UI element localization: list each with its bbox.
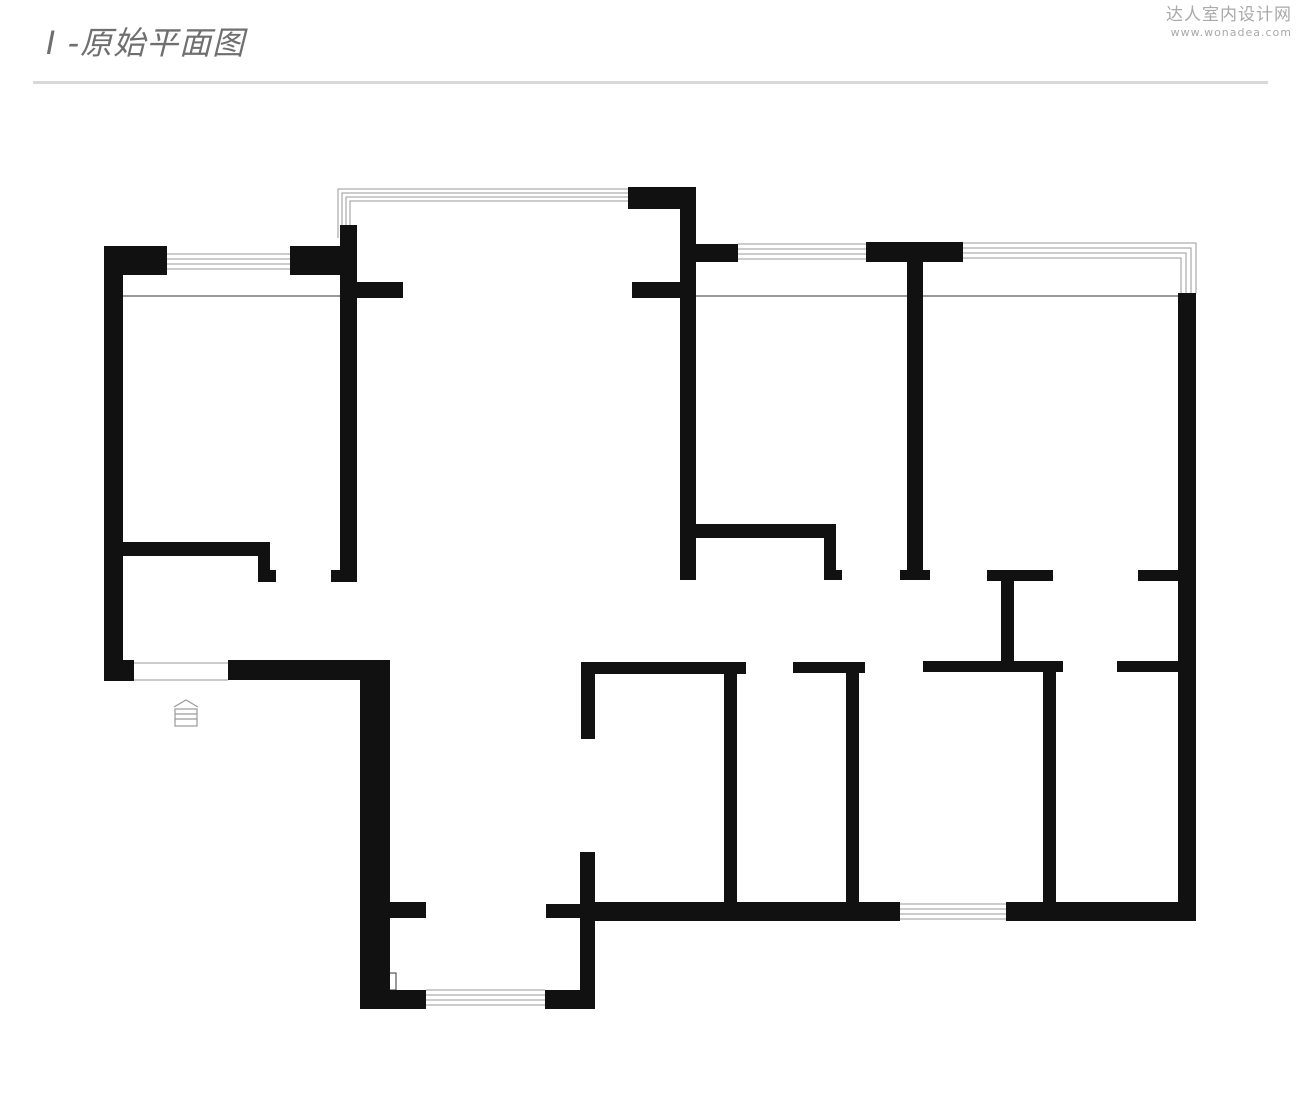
wall	[1117, 661, 1183, 672]
watermark: 达人室内设计网 www.wonadea.com	[1166, 4, 1292, 40]
wall	[355, 282, 403, 298]
wall	[580, 852, 595, 1009]
windows	[134, 188, 1197, 1006]
thin-lines	[122, 295, 1181, 991]
entry-arrow-icon	[173, 699, 199, 727]
header-divider	[33, 81, 1268, 84]
wall	[632, 282, 696, 298]
wall	[1138, 570, 1183, 581]
window-bottom-right	[900, 903, 1006, 920]
wall	[987, 570, 1053, 581]
wall	[360, 660, 390, 1009]
wall	[340, 225, 357, 582]
wall	[331, 570, 355, 582]
wall	[258, 570, 276, 582]
wall	[696, 524, 836, 538]
walls	[104, 187, 1196, 1009]
window-top-middle-right	[738, 243, 866, 260]
wall	[1178, 293, 1196, 920]
wall	[724, 662, 737, 906]
wall	[376, 902, 426, 918]
wall	[824, 570, 842, 580]
wall	[824, 524, 836, 580]
wall	[360, 990, 426, 1009]
bay-window-living	[337, 188, 628, 238]
wall	[104, 660, 134, 681]
window-top-left	[167, 253, 290, 270]
wall	[104, 246, 123, 681]
wall	[122, 542, 270, 556]
wall	[1043, 661, 1056, 906]
entry-threshold	[134, 662, 228, 681]
wall	[923, 661, 1063, 672]
wall	[581, 662, 746, 674]
wall	[793, 662, 865, 673]
wall	[680, 244, 738, 262]
wall	[846, 662, 859, 906]
wall	[900, 570, 930, 580]
wall	[581, 902, 900, 921]
watermark-name: 达人室内设计网	[1166, 5, 1292, 25]
page-title: I -原始平面图	[46, 24, 246, 62]
wall	[1006, 902, 1196, 921]
window-bottom	[426, 989, 545, 1006]
bay-window-top-right	[963, 242, 1197, 293]
wall	[228, 660, 390, 680]
wall	[907, 242, 923, 580]
wall	[290, 246, 340, 275]
wall	[628, 187, 696, 209]
watermark-url: www.wonadea.com	[1170, 26, 1292, 39]
wall	[581, 662, 595, 739]
wall	[1001, 570, 1014, 672]
